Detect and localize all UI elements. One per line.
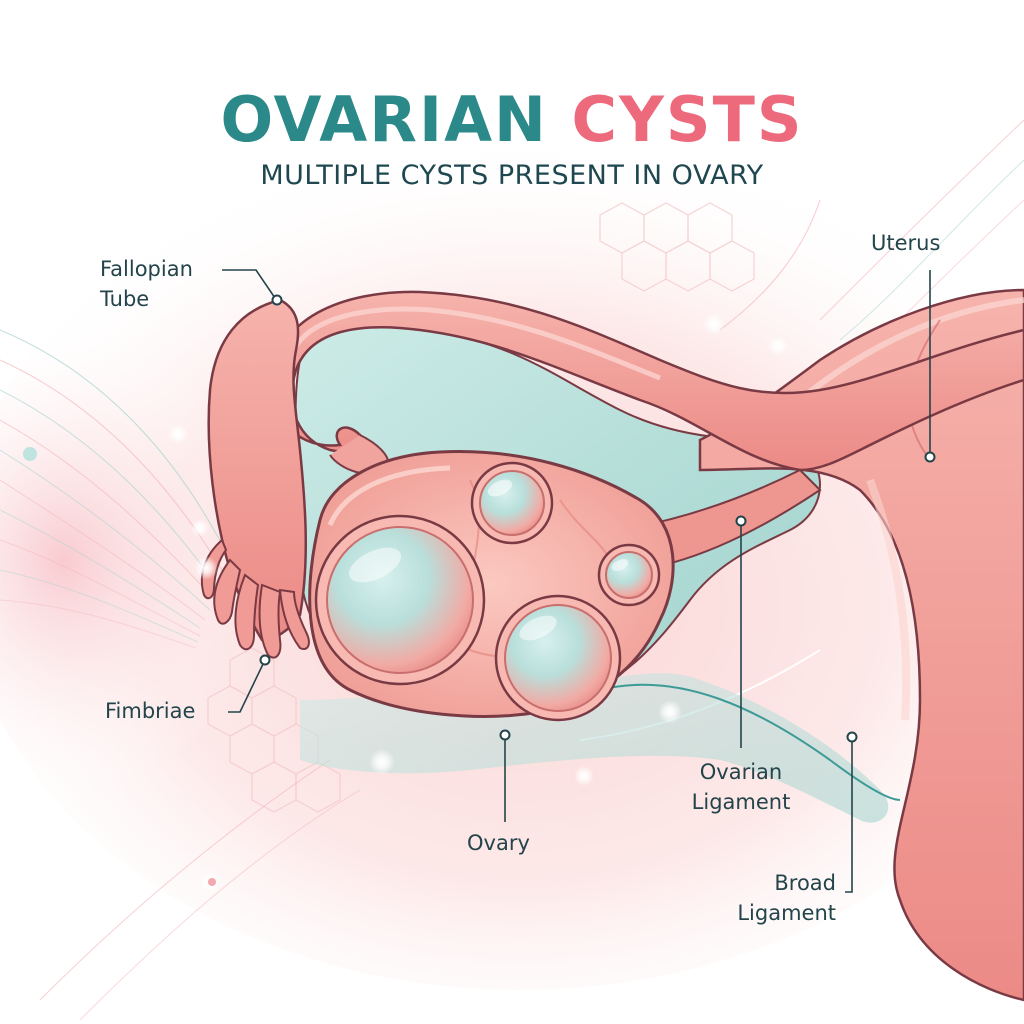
title-part-ovarian: OVARIAN bbox=[220, 83, 548, 156]
label-ovarian-ligament-line2: Ligament bbox=[691, 790, 791, 814]
uterus-shape bbox=[698, 288, 1024, 1002]
label-fimbriae: Fimbriae bbox=[105, 699, 196, 723]
label-ovary: Ovary bbox=[467, 831, 530, 855]
page-subtitle: MULTIPLE CYSTS PRESENT IN OVARY bbox=[260, 160, 764, 191]
leader-broad-ligament bbox=[845, 739, 853, 893]
title-part-cysts: CYSTS bbox=[571, 83, 804, 156]
label-broad-ligament: Broad Ligament bbox=[700, 868, 836, 928]
hexagon-pattern bbox=[207, 202, 755, 813]
label-fallopian-tube-line2: Tube bbox=[100, 287, 150, 311]
label-broad-ligament-line1: Broad bbox=[774, 871, 836, 895]
label-uterus: Uterus bbox=[871, 231, 941, 255]
cysts bbox=[314, 461, 661, 722]
label-broad-ligament-line2: Ligament bbox=[737, 901, 836, 925]
leader-lines bbox=[222, 269, 931, 893]
page-title: OVARIAN CYSTS bbox=[0, 82, 1024, 158]
leader-fimbriae bbox=[228, 661, 265, 713]
label-fallopian-tube: Fallopian Tube bbox=[100, 254, 193, 314]
label-fallopian-tube-line1: Fallopian bbox=[100, 257, 193, 281]
flow-lines-left bbox=[0, 329, 361, 1021]
label-ovarian-ligament-line1: Ovarian bbox=[699, 760, 783, 784]
leader-fallopian-tube bbox=[222, 269, 276, 299]
sparkles bbox=[23, 313, 788, 893]
leader-dots bbox=[259, 294, 936, 743]
label-ovarian-ligament: Ovarian Ligament bbox=[670, 757, 812, 817]
